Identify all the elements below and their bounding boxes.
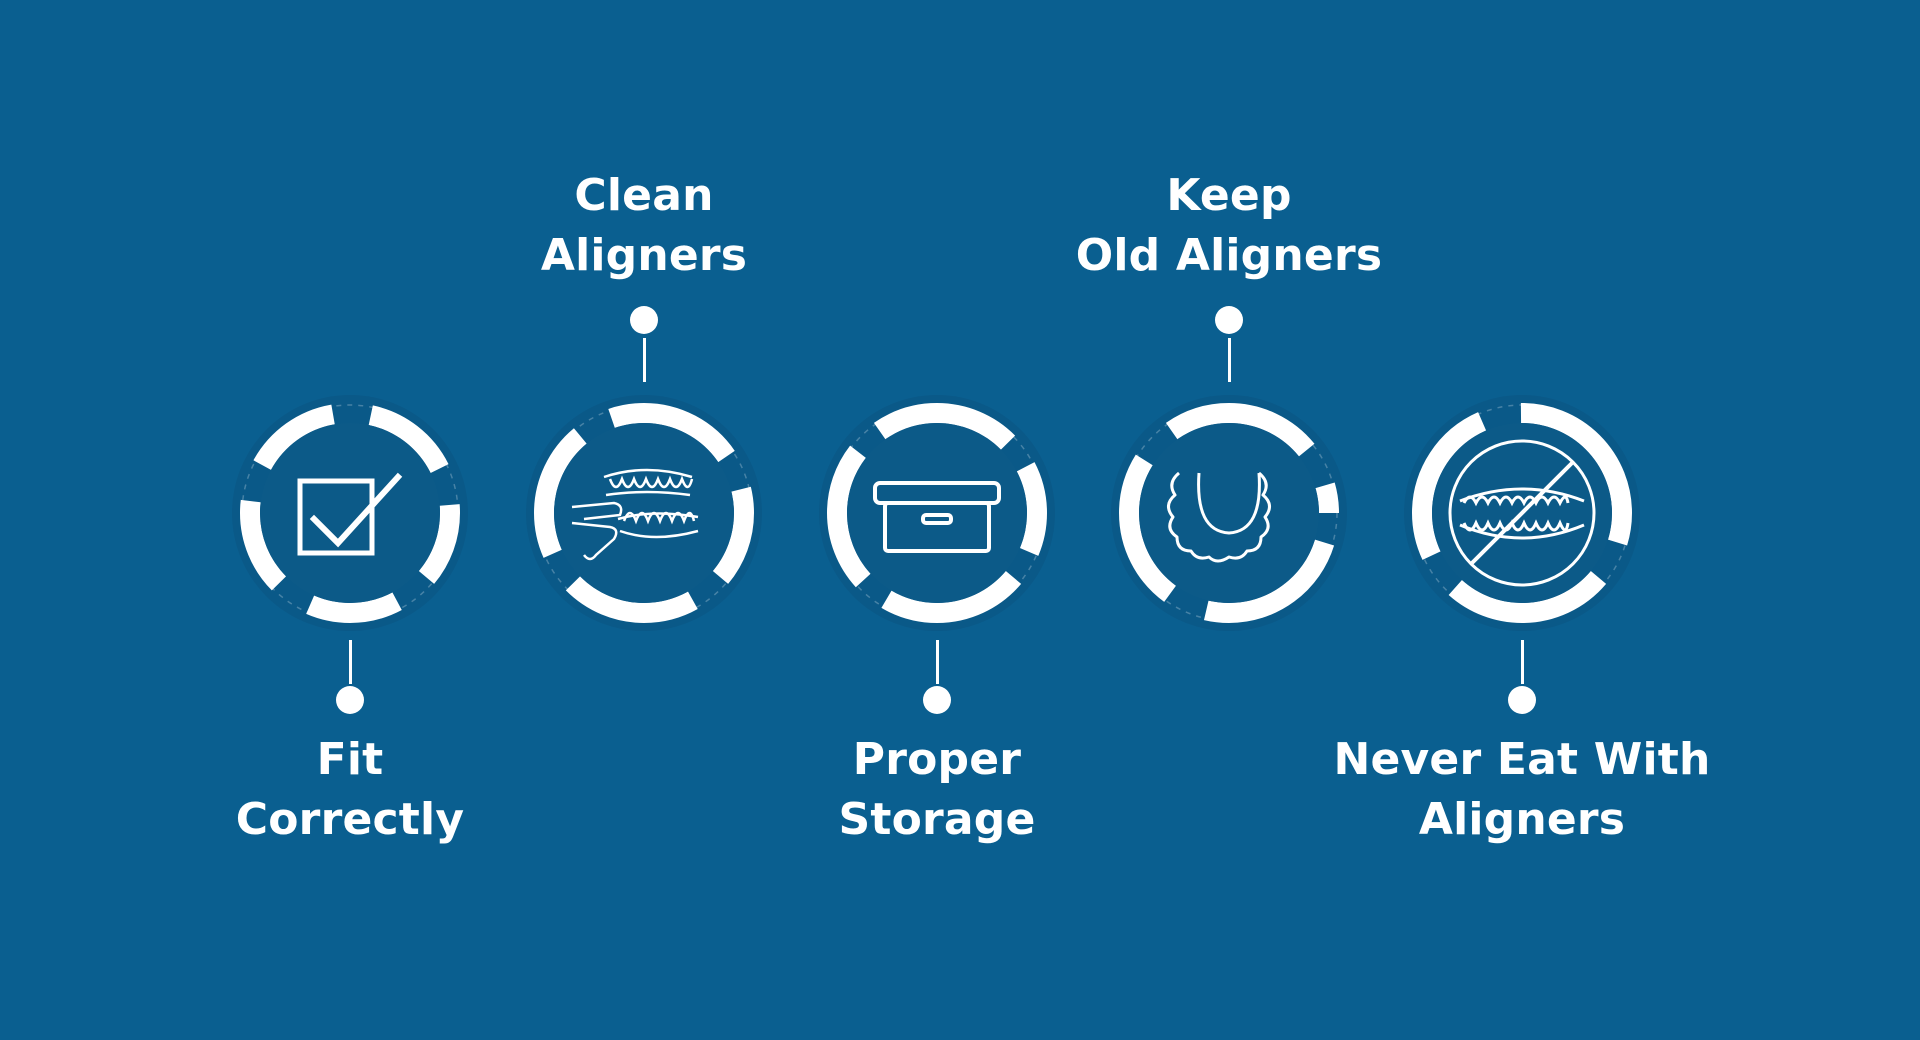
no-eating-aligner-icon xyxy=(1404,395,1640,631)
step-label-clean-aligners: Clean Aligners xyxy=(540,170,748,281)
connector-dot xyxy=(923,686,951,714)
connector-line xyxy=(348,640,352,684)
checkbox-check-icon xyxy=(232,395,468,631)
step-label-fit-correctly: Fit Correctly xyxy=(235,734,465,845)
single-aligner-icon xyxy=(1111,395,1347,631)
badge-proper-storage xyxy=(817,393,1057,633)
step-label-never-eat-with-aligners: Never Eat With Aligners xyxy=(1333,734,1711,845)
storage-box-icon xyxy=(819,395,1055,631)
connector-line xyxy=(1520,640,1524,684)
connector-line xyxy=(935,640,939,684)
badge-never-eat-with-aligners xyxy=(1402,393,1642,633)
badge-keep-old-aligners xyxy=(1109,393,1349,633)
step-label-proper-storage: Proper Storage xyxy=(838,734,1036,845)
connector-line xyxy=(1227,338,1231,382)
step-label-keep-old-aligners: Keep Old Aligners xyxy=(1075,170,1383,281)
badge-clean-aligners xyxy=(524,393,764,633)
connector-line xyxy=(642,338,646,382)
finger-cleaning-aligner-icon xyxy=(526,395,762,631)
badge-fit-correctly xyxy=(230,393,470,633)
connector-dot xyxy=(1508,686,1536,714)
connector-dot xyxy=(630,306,658,334)
connector-dot xyxy=(336,686,364,714)
connector-dot xyxy=(1215,306,1243,334)
